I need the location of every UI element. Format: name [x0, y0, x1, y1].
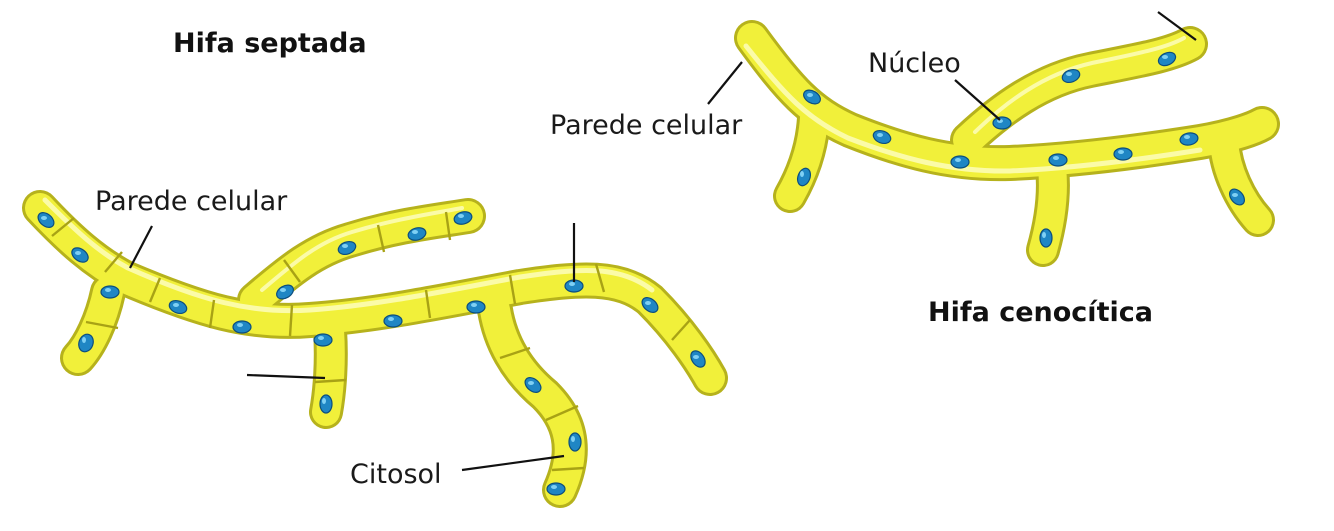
coenocytic-hypha-title: Hifa cenocítica	[928, 297, 1153, 328]
coenocytic-cell-wall-leader	[708, 62, 742, 104]
nucleus	[384, 315, 402, 327]
coenocytic-nucleus-label: Núcleo	[868, 48, 961, 79]
septate-cytosol-label: Citosol	[350, 459, 442, 490]
coenocytic-cell-wall-label: Parede celular	[550, 110, 743, 141]
nucleus	[993, 117, 1011, 129]
nucleus	[467, 301, 485, 313]
nucleus	[1040, 229, 1052, 247]
nucleus	[951, 156, 969, 168]
nucleus	[314, 334, 332, 346]
septate-cytosol-leader	[462, 456, 564, 470]
septate-hypha-tubes	[40, 200, 710, 490]
coenocytic-hypha: Núcleo Parede celular Hifa cenocítica	[550, 12, 1262, 328]
nucleus	[233, 321, 251, 333]
septate-hypha: Hifa septada Parede celular Citosol	[35, 28, 710, 495]
nucleus	[569, 433, 581, 451]
septate-cell-wall-label: Parede celular	[95, 186, 288, 217]
septate-cell-wall-leader	[130, 226, 152, 268]
nucleus	[1114, 148, 1132, 160]
nucleus	[547, 483, 565, 495]
nucleus	[320, 395, 332, 413]
septate-hypha-title: Hifa septada	[173, 28, 367, 59]
nucleus	[101, 286, 119, 298]
nucleus	[1049, 154, 1067, 166]
